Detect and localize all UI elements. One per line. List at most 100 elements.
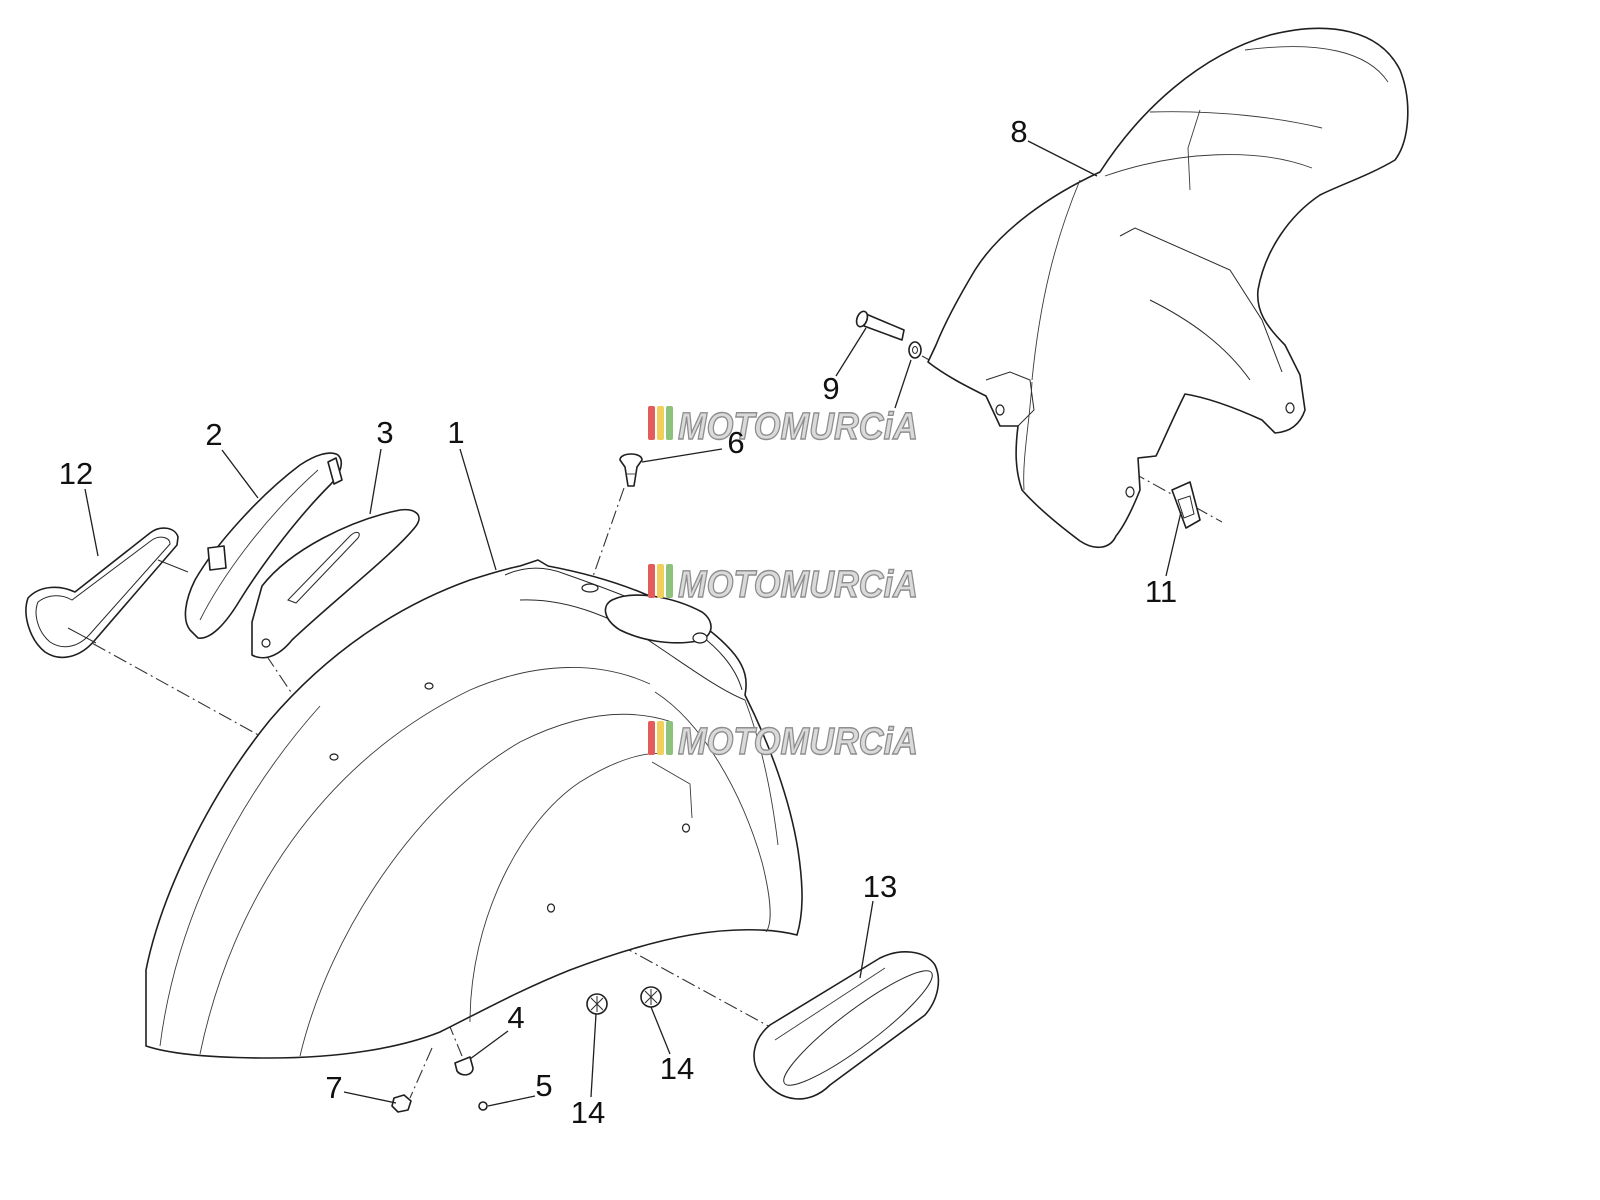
part-nut-4 — [454, 1056, 474, 1076]
leader-line-4 — [469, 1030, 509, 1060]
lower-trim-opening — [783, 970, 933, 1086]
hugger-side-line — [1031, 179, 1081, 381]
callout-label: 12 — [59, 456, 93, 491]
watermark-text: MOTOMURCiA — [678, 406, 918, 448]
side-trim-outline — [184, 452, 342, 639]
leader-line-11 — [1165, 511, 1182, 577]
leader-line-13 — [859, 900, 874, 979]
hugger-hole — [1125, 486, 1135, 498]
hugger-surface-line — [1104, 154, 1313, 177]
part-nut-7 — [391, 1094, 412, 1113]
reflector-trim-stud — [261, 638, 271, 648]
side-trim-pin — [327, 457, 343, 485]
leader-line-2 — [221, 449, 259, 499]
mudguard-surface-line — [299, 713, 673, 1057]
watermark: MOTOMURCiA — [648, 405, 919, 449]
axis-trim-13 — [555, 909, 773, 1029]
watermark-stripe — [648, 721, 655, 755]
callout-labels: 12 2 3 1 6 8 9 11 13 4 5 7 14 14 — [59, 114, 1177, 1130]
reflector-frame-pin — [157, 559, 189, 573]
callout-label: 9 — [822, 371, 839, 406]
callout-label: 6 — [727, 425, 744, 460]
bolt-9-head — [855, 310, 869, 328]
hugger-rib — [1119, 227, 1283, 373]
callout-label: 7 — [325, 1070, 342, 1105]
clip-11-body — [1171, 481, 1201, 529]
clip-11-tab — [1177, 495, 1195, 519]
watermark-stripe — [666, 721, 673, 755]
leader-line-14-right — [650, 1006, 671, 1055]
leader-line-7 — [343, 1091, 397, 1104]
part-bolt-9 — [855, 310, 905, 341]
part-reflector-frame — [25, 527, 189, 659]
watermark-stripe — [657, 564, 664, 598]
mudguard-surface-line — [199, 667, 651, 1055]
leader-line-1 — [459, 448, 497, 571]
lower-trim-edge — [774, 967, 886, 1041]
leader-line-washer — [894, 359, 912, 409]
mudguard-hole — [681, 823, 691, 833]
watermark: MOTOMURCiA — [648, 720, 919, 764]
bolt-9-shank — [863, 313, 905, 341]
axis-reflector-12 — [71, 631, 263, 738]
part-reflector-trim — [251, 508, 420, 659]
callout-label: 4 — [507, 1000, 524, 1035]
leader-line-14-left — [590, 1013, 597, 1098]
watermark-stripe — [657, 406, 664, 440]
leader-line-12 — [84, 488, 99, 557]
mudguard-surface-line — [744, 699, 779, 846]
watermark-text: MOTOMURCiA — [678, 564, 918, 606]
reflector-trim-outline — [251, 508, 420, 659]
leader-line-5 — [487, 1095, 536, 1107]
reflector-frame-outline — [25, 527, 179, 659]
callout-label: 1 — [447, 415, 464, 450]
part-washer — [908, 341, 922, 359]
side-trim-edge — [199, 469, 319, 621]
reflector-frame-inner — [35, 536, 171, 648]
hugger-hole — [1285, 402, 1295, 414]
leader-line-3 — [369, 448, 382, 515]
mudguard-crest-lower — [519, 599, 746, 701]
watermark-stripe — [648, 406, 655, 440]
part-front-mudguard — [145, 559, 803, 1059]
hugger-surface-line — [1244, 46, 1389, 83]
hugger-hole — [995, 404, 1005, 416]
leader-line-9 — [835, 327, 867, 377]
callout-label: 11 — [1145, 574, 1177, 609]
hugger-side-line — [1023, 381, 1033, 491]
part-clip-14-left — [586, 993, 608, 1015]
watermark-stripe — [648, 564, 655, 598]
clip-14-star — [590, 996, 604, 1012]
screw-5-head — [478, 1101, 488, 1111]
mudguard-surface-line — [654, 691, 771, 933]
part-screw-6 — [619, 453, 643, 487]
part-clip-11 — [1171, 481, 1201, 529]
callout-label: 14 — [660, 1051, 694, 1086]
part-clip-14-right — [640, 986, 662, 1008]
hugger-outline — [927, 27, 1409, 549]
watermark-stripe — [666, 406, 673, 440]
reflector-frame-pin — [67, 627, 97, 644]
callout-label: 8 — [1010, 114, 1027, 149]
callout-label: 3 — [376, 415, 393, 450]
hugger-surface-line — [1187, 109, 1201, 191]
mudguard-surface-line — [469, 753, 663, 1023]
axis-screw-6 — [589, 487, 625, 586]
mudguard-hole — [329, 753, 339, 761]
leader-lines — [84, 140, 1182, 1107]
part-lower-trim — [753, 951, 940, 1100]
screw-6-body — [619, 453, 643, 487]
part-screw-5 — [478, 1101, 488, 1111]
washer-outer — [908, 341, 922, 359]
hugger-rib — [1149, 299, 1251, 381]
leader-line-6 — [641, 448, 723, 463]
mudguard-hole — [692, 632, 708, 644]
callout-label: 2 — [205, 417, 222, 452]
nut-4-body — [454, 1056, 474, 1076]
nut-7-body — [391, 1094, 412, 1113]
callout-label: 14 — [571, 1095, 605, 1130]
mudguard-hole — [546, 903, 556, 913]
washer-inner — [912, 346, 918, 354]
part-rear-hugger — [927, 27, 1409, 549]
axis-nut-7 — [409, 1047, 433, 1099]
